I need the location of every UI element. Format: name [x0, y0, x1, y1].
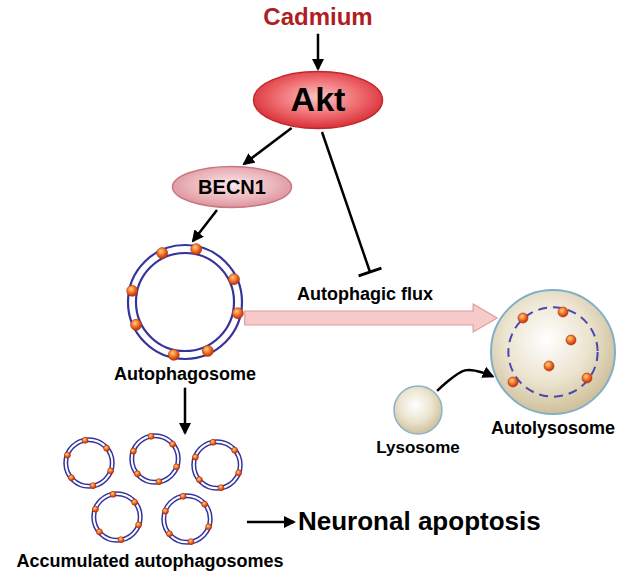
- inner-membrane: [95, 496, 138, 539]
- inner-membrane: [67, 442, 110, 485]
- cargo-dot: [202, 501, 208, 507]
- autolysosome-figure: Autolysosome: [489, 288, 617, 439]
- cargo-dot: [134, 471, 140, 477]
- inner-membrane: [165, 498, 208, 541]
- cargo-dot: [157, 248, 168, 259]
- cargo-dot: [544, 361, 554, 371]
- cargo-dot: [148, 433, 154, 439]
- stimulus-label: Cadmium: [263, 3, 372, 31]
- outer-membrane: [130, 434, 180, 484]
- cargo-dot: [110, 491, 116, 497]
- cargo-dot: [131, 319, 142, 330]
- cargo-dot: [192, 454, 198, 460]
- cargo-dot: [180, 493, 186, 499]
- cargo-dot: [508, 377, 518, 387]
- protein-ellipse: Akt: [252, 70, 384, 130]
- node-label: Neuronal apoptosis: [298, 507, 541, 537]
- lysosome-figure-art: [392, 384, 444, 436]
- cargo-dot: [108, 468, 114, 474]
- cargo-dot: [191, 244, 202, 255]
- cargo-dot: [82, 437, 88, 443]
- autophagosome-cluster-art: [55, 431, 245, 549]
- cargo-dot: [127, 285, 138, 296]
- cargo-dot: [68, 475, 74, 481]
- cargo-dot: [196, 477, 202, 483]
- cargo-dot: [518, 313, 528, 323]
- cargo-dot: [162, 508, 168, 514]
- inner-membrane: [136, 253, 234, 351]
- arrow-connector: [184, 388, 187, 433]
- inhibition-line: [322, 132, 370, 272]
- inhibition-bar: [359, 268, 382, 276]
- outcome-label: Neuronal apoptosis: [298, 507, 541, 537]
- cargo-dot: [130, 448, 136, 454]
- inner-membrane: [195, 444, 238, 487]
- arrow-connector: [244, 128, 292, 164]
- node-label: Cadmium: [263, 3, 372, 31]
- arrow-connector: [247, 521, 294, 524]
- cargo-dot: [566, 335, 576, 345]
- cargo-dot: [170, 441, 176, 447]
- cargo-dot: [218, 485, 224, 491]
- flux-arrow: [245, 304, 497, 332]
- cargo-dot: [90, 483, 96, 489]
- autophagosome-cluster: Accumulated autophagosomes: [16, 431, 283, 572]
- lysosome-body: [394, 386, 442, 434]
- outer-membrane: [192, 440, 242, 490]
- cargo-dot: [206, 524, 212, 530]
- lysosome-figure: Lysosome: [376, 384, 459, 458]
- cargo-dot: [210, 439, 216, 445]
- arrow-connector: [193, 210, 217, 241]
- protein-ellipse: BECN1: [171, 165, 293, 209]
- arrow-connector: [317, 34, 320, 69]
- outer-membrane: [162, 494, 212, 544]
- cargo-dot: [232, 308, 243, 319]
- node-label: Akt: [291, 80, 346, 119]
- cargo-dot: [104, 445, 110, 451]
- ellipse-shape: [254, 72, 383, 129]
- cargo-dot: [92, 506, 98, 512]
- cargo-dot: [174, 464, 180, 470]
- cargo-dot: [132, 499, 138, 505]
- outer-membrane: [64, 438, 114, 488]
- node-label: Autolysosome: [491, 418, 615, 439]
- outer-membrane: [128, 245, 242, 359]
- autolysosome-body: [491, 290, 615, 414]
- cargo-dot: [136, 522, 142, 528]
- autophagosome-figure: Autophagosome: [114, 242, 256, 385]
- cargo-dot: [118, 537, 124, 543]
- inner-membrane: [133, 438, 176, 481]
- degrading-membrane: [508, 307, 597, 396]
- node-label: Lysosome: [376, 438, 459, 458]
- cargo-dot: [64, 452, 70, 458]
- node-label: Autophagosome: [114, 364, 256, 385]
- ellipse-shape: [173, 167, 292, 208]
- cargo-dot: [156, 479, 162, 485]
- cargo-dot: [232, 447, 238, 453]
- cargo-dot: [166, 531, 172, 537]
- autophagosome-figure-art: [125, 242, 245, 362]
- cargo-dot: [188, 539, 194, 545]
- node-label: Accumulated autophagosomes: [16, 551, 283, 572]
- cargo-dot: [228, 274, 239, 285]
- cargo-dot: [96, 529, 102, 535]
- cargo-dot: [168, 349, 179, 360]
- cargo-dot: [236, 470, 242, 476]
- cargo-dot: [202, 345, 213, 356]
- autolysosome-figure-art: [489, 288, 617, 416]
- cargo-dot: [582, 373, 592, 383]
- outer-membrane: [92, 492, 142, 542]
- cargo-dot: [558, 307, 568, 317]
- arrow-connector: [437, 370, 493, 391]
- node-label: BECN1: [198, 176, 266, 199]
- edge-label: Autophagic flux: [297, 284, 433, 305]
